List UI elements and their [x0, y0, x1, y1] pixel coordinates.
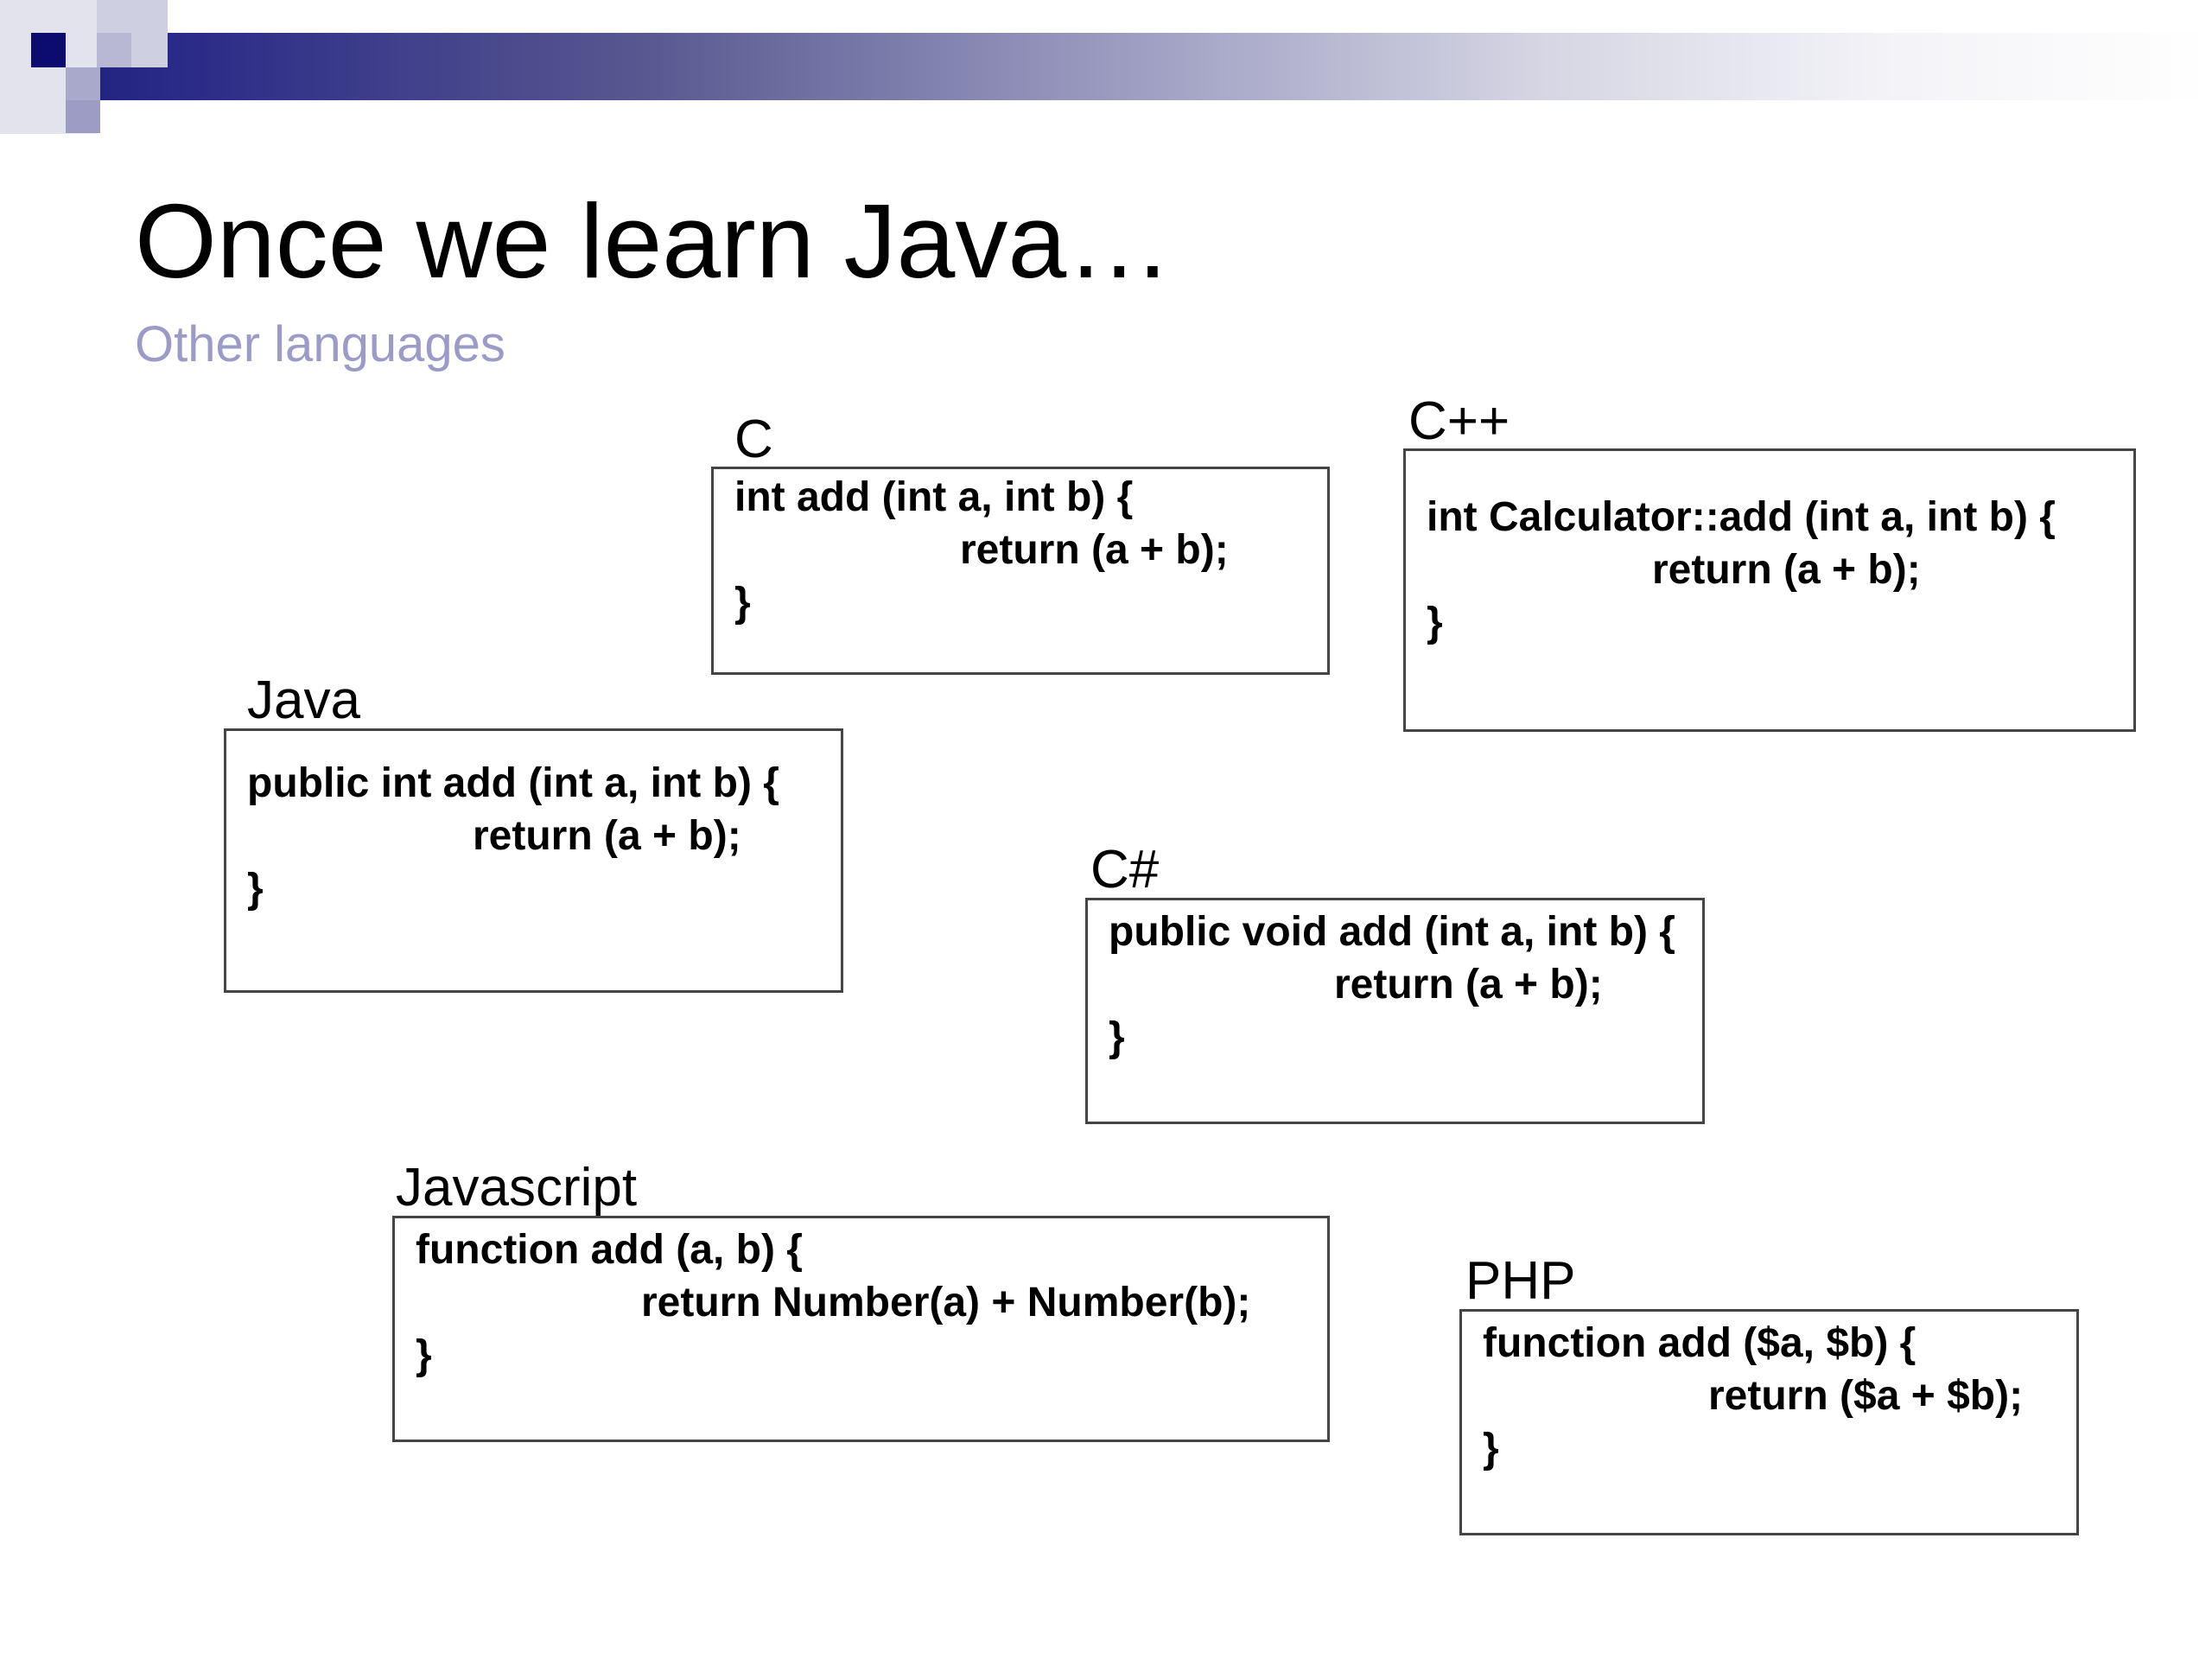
code-line: return (a + b);	[1334, 962, 1603, 1007]
c-code-box: int add (int a, int b) { return (a + b);…	[711, 467, 1330, 675]
header-decor-square-mid	[66, 100, 100, 133]
code-line: }	[416, 1332, 432, 1378]
code-line: return ($a + $b);	[1708, 1373, 2024, 1419]
code-line: }	[1427, 600, 1443, 645]
code-line: int Calculator::add (int a, int b) {	[1427, 494, 2056, 540]
csharp-label: C#	[1090, 840, 1160, 899]
cpp-label: C++	[1408, 391, 1510, 451]
header-decor-square-mid	[97, 33, 131, 67]
code-line: public void add (int a, int b) {	[1109, 909, 1675, 955]
code-line: return (a + b);	[473, 813, 741, 859]
csharp-code-box: public void add (int a, int b) { return …	[1085, 898, 1705, 1124]
code-line: }	[1483, 1426, 1499, 1471]
cpp-code-box: int Calculator::add (int a, int b) { ret…	[1403, 448, 2136, 732]
php-label: PHP	[1465, 1251, 1576, 1311]
code-line: }	[734, 580, 751, 626]
php-code-box: function add ($a, $b) { return ($a + $b)…	[1459, 1309, 2079, 1535]
slide-title: Once we learn Java…	[135, 182, 1173, 300]
code-line: function add (a, b) {	[416, 1227, 803, 1273]
code-line: return Number(a) + Number(b);	[641, 1280, 1251, 1325]
javascript-label: Javascript	[396, 1158, 638, 1217]
code-line: }	[247, 866, 264, 912]
c-label: C	[734, 410, 773, 469]
code-line: return (a + b);	[960, 527, 1229, 573]
code-line: public int add (int a, int b) {	[247, 760, 779, 806]
java-label: Java	[247, 671, 360, 730]
code-line: int add (int a, int b) {	[734, 474, 1134, 520]
code-line: function add ($a, $b) {	[1483, 1320, 1916, 1366]
java-code-box: public int add (int a, int b) { return (…	[224, 728, 843, 993]
slide-subtitle: Other languages	[135, 316, 505, 372]
header-gradient-bar	[0, 33, 2212, 100]
header-decor-square-mid	[66, 67, 100, 100]
code-line: return (a + b);	[1652, 547, 1921, 593]
header-decor-square-dark	[31, 33, 66, 67]
code-line: }	[1109, 1014, 1125, 1060]
javascript-code-box: function add (a, b) { return Number(a) +…	[392, 1216, 1330, 1442]
